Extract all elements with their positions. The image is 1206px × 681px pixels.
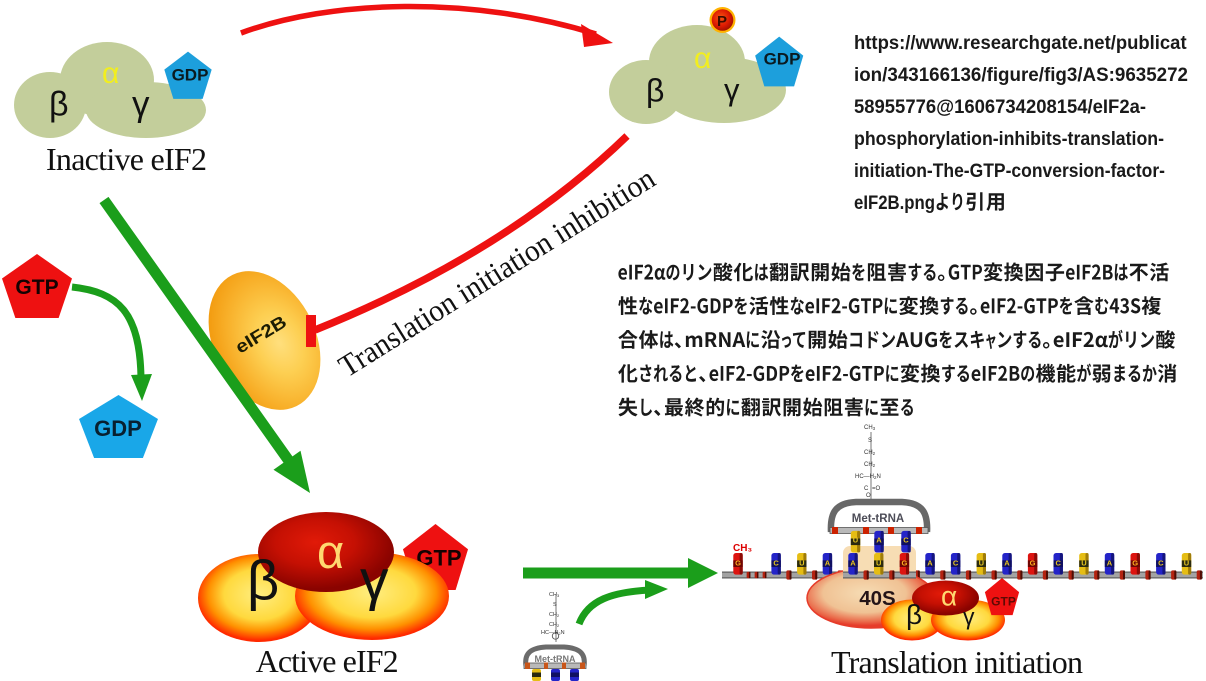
svg-text:S: S — [868, 438, 872, 444]
svg-text:U: U — [1081, 559, 1086, 568]
svg-text:CH₃: CH₃ — [733, 543, 752, 554]
svg-text:β: β — [906, 599, 922, 630]
svg-text:CH2: CH2 — [549, 612, 560, 618]
svg-text:A: A — [850, 559, 856, 568]
svg-text:S: S — [553, 602, 557, 608]
svg-text:α: α — [102, 57, 119, 90]
svg-text:CH2: CH2 — [864, 462, 876, 468]
svg-text:Inactive eIF2: Inactive eIF2 — [46, 141, 207, 177]
svg-text:A: A — [1004, 559, 1010, 568]
svg-text:Active eIF2: Active eIF2 — [256, 643, 399, 679]
svg-text:58955776@1606734208154/eIF2a-: 58955776@1606734208154/eIF2a- — [854, 97, 1146, 118]
svg-text:γ: γ — [963, 604, 975, 630]
svg-text:C: C — [953, 559, 959, 568]
svg-text:P: P — [717, 13, 727, 30]
svg-text:U: U — [979, 559, 984, 568]
svg-text:β: β — [49, 86, 69, 124]
svg-text:U: U — [853, 536, 858, 545]
svg-text:ion/343166136/figure/fig3/AS:9: ion/343166136/figure/fig3/AS:9635272 — [854, 65, 1188, 86]
svg-text:CH3: CH3 — [549, 592, 560, 598]
svg-text:CH2: CH2 — [549, 622, 560, 628]
svg-text:HC—H2N: HC—H2N — [541, 630, 565, 636]
svg-text:CH3: CH3 — [864, 425, 876, 431]
svg-text:C: C — [864, 486, 869, 492]
svg-text:A: A — [927, 559, 933, 568]
svg-text:α: α — [694, 42, 711, 75]
svg-text:O: O — [866, 493, 871, 499]
svg-text:β: β — [247, 549, 279, 612]
svg-text:HC—H2N: HC—H2N — [855, 474, 881, 480]
svg-text:β: β — [646, 73, 664, 109]
svg-text:eIF2B.png: eIF2B.png — [854, 193, 935, 214]
svg-text:U: U — [1184, 559, 1189, 568]
svg-text:GDP: GDP — [764, 50, 801, 69]
svg-text:C: C — [1055, 559, 1061, 568]
svg-text:Translation initiation: Translation initiation — [831, 644, 1083, 680]
svg-text:40S: 40S — [859, 587, 895, 610]
svg-text:Met-tRNA: Met-tRNA — [852, 513, 904, 525]
svg-text:https://www.researchgate.net/p: https://www.researchgate.net/publicat — [854, 33, 1187, 54]
svg-text:U: U — [876, 559, 881, 568]
svg-text:U: U — [799, 559, 804, 568]
svg-text:G: G — [735, 559, 741, 568]
svg-text:Met-tRNA: Met-tRNA — [535, 654, 576, 664]
svg-text:A: A — [876, 536, 882, 545]
svg-text:G: G — [901, 559, 907, 568]
svg-text:C: C — [1158, 559, 1164, 568]
svg-text:α: α — [941, 580, 957, 611]
svg-text:GTP: GTP — [15, 276, 58, 299]
svg-text:Translation initiation inhibit: Translation initiation inhibition — [332, 160, 661, 384]
svg-text:γ: γ — [360, 549, 389, 613]
svg-text:C: C — [773, 559, 779, 568]
svg-text:G: G — [1030, 559, 1036, 568]
svg-text:initiation-The-GTP-conversion-: initiation-The-GTP-conversion-factor- — [854, 161, 1165, 182]
svg-text:γ: γ — [724, 72, 740, 107]
svg-text:G: G — [1132, 559, 1138, 568]
svg-text:=O: =O — [872, 486, 881, 492]
svg-text:γ: γ — [132, 85, 150, 124]
svg-text:α: α — [317, 525, 344, 578]
svg-text:GTP: GTP — [991, 595, 1016, 609]
svg-text:CH2: CH2 — [864, 450, 876, 456]
svg-text:GDP: GDP — [172, 66, 209, 85]
svg-text:GDP: GDP — [94, 416, 142, 441]
svg-text:C: C — [903, 536, 909, 545]
svg-text:phosphorylation-inhibits-trans: phosphorylation-inhibits-translation- — [854, 129, 1164, 150]
svg-text:A: A — [825, 559, 831, 568]
svg-text:A: A — [1107, 559, 1113, 568]
